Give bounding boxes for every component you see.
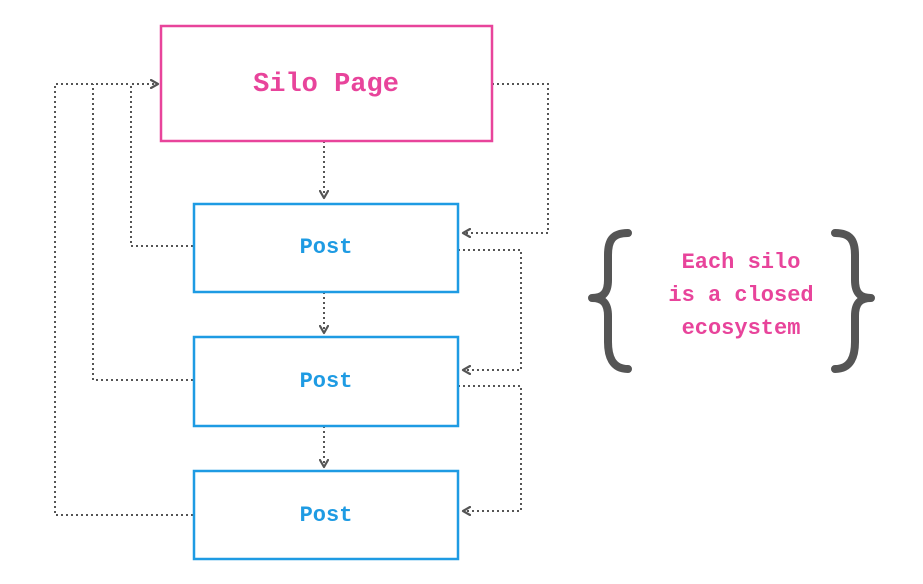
silo-page-label: Silo Page bbox=[253, 70, 399, 100]
post-1-to-post-2-side-link bbox=[458, 249, 522, 370]
post-3-to-silo-link bbox=[54, 83, 193, 516]
post-2-to-post-3-side-link bbox=[458, 385, 522, 511]
note-line: ecosystem bbox=[682, 316, 801, 341]
post-node: Post bbox=[192, 202, 460, 294]
note-line: Each silo bbox=[682, 250, 801, 275]
right-curly-brace bbox=[831, 229, 875, 373]
note-text: Each silo is a closed ecosystem bbox=[668, 250, 813, 341]
post-2-to-silo-link bbox=[92, 84, 193, 381]
post-node: Post bbox=[192, 335, 460, 428]
connectors bbox=[54, 83, 549, 516]
note-line: is a closed bbox=[668, 283, 813, 308]
left-curly-brace bbox=[588, 229, 632, 373]
silo-page-node: Silo Page bbox=[159, 24, 494, 143]
post-label: Post bbox=[300, 369, 353, 394]
silo-to-post-1-side-link bbox=[463, 83, 549, 233]
post-1-to-silo-link bbox=[130, 84, 193, 247]
post-node: Post bbox=[192, 469, 460, 561]
note-braces bbox=[588, 229, 875, 373]
post-label: Post bbox=[300, 235, 353, 260]
post-label: Post bbox=[300, 503, 353, 528]
